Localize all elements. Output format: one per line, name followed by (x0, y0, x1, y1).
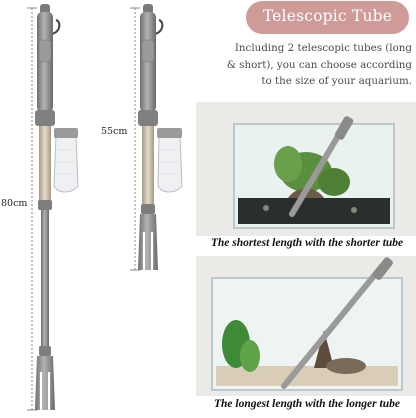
caption-long: The longest length with the longer tube (214, 398, 400, 410)
long-tube-length-label: 80cm (1, 198, 28, 209)
title-text: Telescopic Tube (262, 7, 393, 25)
measure-55cm (130, 7, 140, 271)
description-line: & short), you can choose according (226, 58, 412, 71)
siphon-products-illustration (27, 4, 183, 411)
description: Including 2 telescopic tubes (long & sho… (212, 40, 412, 90)
description-line: Including 2 telescopic tubes (long (234, 42, 412, 54)
short-tube-length-label: 55cm (101, 126, 128, 137)
title-badge: Telescopic Tube (246, 1, 409, 34)
caption-short: The shortest length with the shorter tub… (210, 237, 404, 249)
short-siphon (138, 4, 183, 270)
long-siphon (35, 4, 79, 410)
aquarium-scene-short (196, 102, 416, 236)
measure-80cm (27, 7, 37, 411)
description-line: to the size of your aquarium. (261, 75, 412, 87)
aquarium-scene-long (196, 256, 416, 396)
